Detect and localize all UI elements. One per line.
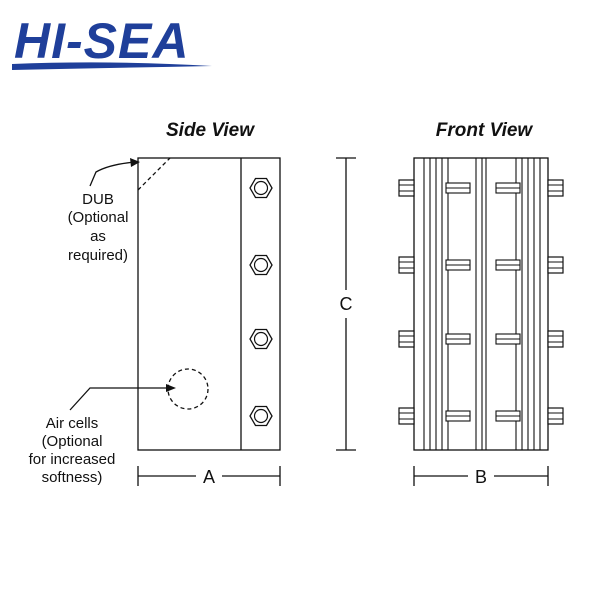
dimension-c-label: C — [340, 294, 353, 314]
hi-sea-logo: HI-SEA — [12, 13, 212, 70]
air-arrowhead — [166, 384, 176, 392]
dub-note-line-3: as — [90, 228, 106, 245]
logo-swoosh — [12, 62, 212, 70]
front-view — [398, 157, 564, 451]
nut-icon — [398, 256, 415, 274]
air-leader-arrow — [69, 387, 170, 411]
nut-icon — [547, 256, 564, 274]
air-note-line-3: for increased — [29, 451, 116, 468]
side-bolts — [249, 177, 273, 427]
dimension-a-label: A — [203, 467, 215, 487]
dimension-b-label: B — [475, 467, 487, 487]
side-view — [137, 157, 281, 451]
hex-bolt-icon — [249, 177, 273, 199]
dub-note: DUB (Optional as required) — [68, 158, 140, 264]
hex-bolt-icon — [249, 405, 273, 427]
dub-note-line-2: (Optional — [68, 209, 129, 226]
air-note-line-1: Air cells — [46, 415, 99, 432]
side-view-title: Side View — [166, 120, 255, 141]
dub-arrowhead — [130, 158, 140, 167]
nut-icon — [398, 407, 415, 425]
logo-text: HI-SEA — [14, 13, 189, 69]
front-rubber-strips — [423, 158, 541, 450]
dimension-a: A — [137, 466, 281, 487]
air-note-line-2: (Optional — [42, 433, 103, 450]
dub-note-line-4: required) — [68, 247, 128, 264]
air-note-line-4: softness) — [42, 469, 103, 486]
front-bolts — [398, 179, 564, 425]
front-bolt-row — [398, 407, 564, 425]
nut-icon — [547, 179, 564, 197]
nut-icon — [547, 407, 564, 425]
front-view-title: Front View — [436, 120, 534, 141]
air-cell-dashed-circle — [167, 368, 209, 410]
hex-bolt-icon — [249, 254, 273, 276]
nut-icon — [398, 330, 415, 348]
nut-icon — [398, 179, 415, 197]
front-bolt-row — [398, 256, 564, 274]
side-view-body — [137, 157, 281, 451]
front-bolt-row — [398, 179, 564, 197]
nut-icon — [547, 330, 564, 348]
dimension-c: C — [336, 157, 356, 451]
dub-note-line-1: DUB — [82, 191, 114, 208]
dimension-b: B — [413, 466, 549, 487]
dub-leader-arrow — [89, 161, 137, 187]
front-bolt-row — [398, 330, 564, 348]
dub-dashed-line — [137, 157, 171, 191]
air-cells-note: Air cells (Optional for increased softne… — [29, 384, 176, 486]
front-view-body — [413, 157, 549, 451]
hex-bolt-icon — [249, 328, 273, 350]
